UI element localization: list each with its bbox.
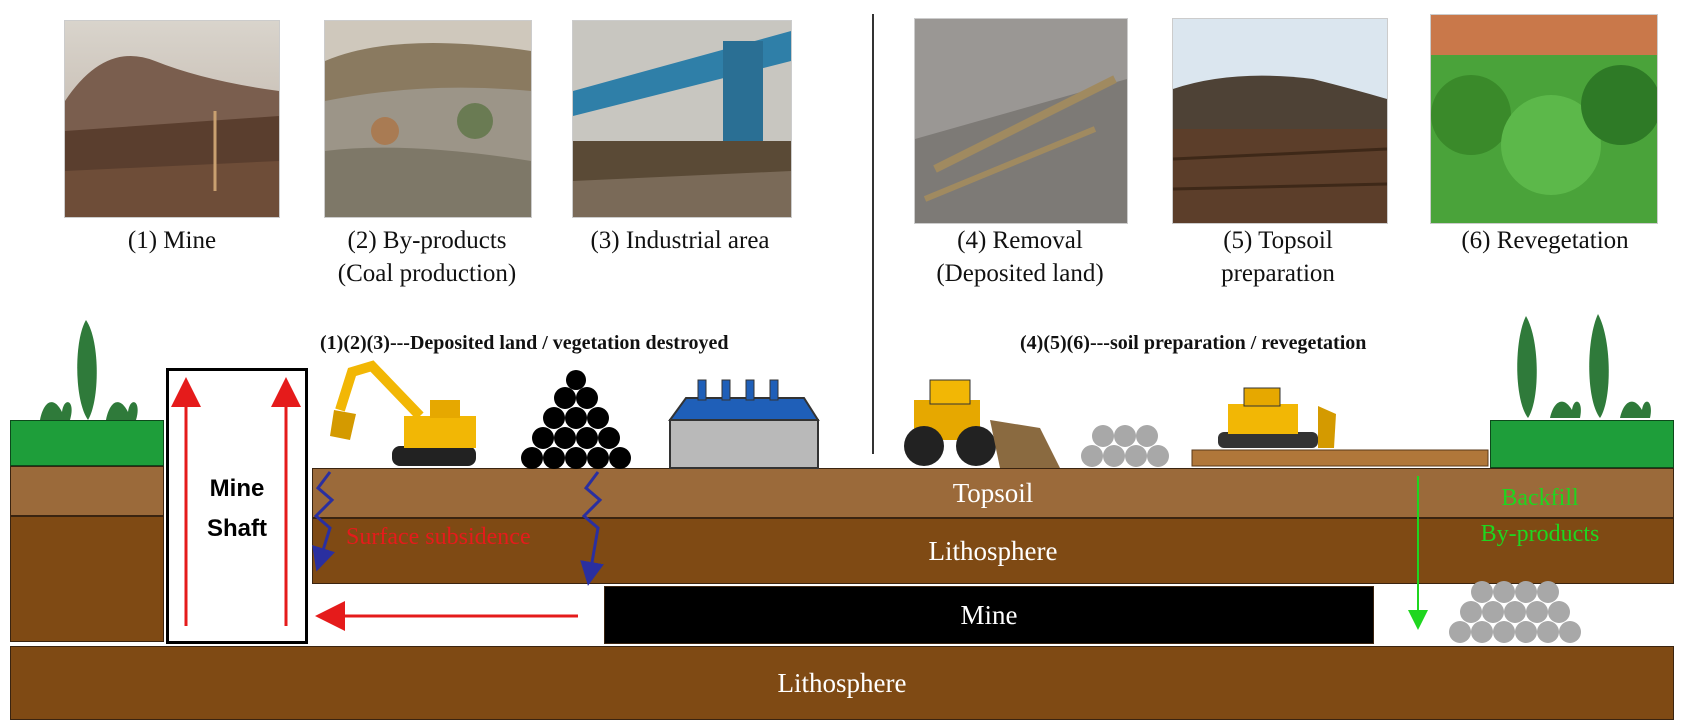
caption-byproducts-line1: (2) By-products (347, 227, 507, 254)
photo-industrial (572, 20, 792, 218)
gray-pile-small-icon (1081, 425, 1169, 467)
phase-title-left: (1)(2)(3)---Deposited land / vegetation … (320, 332, 729, 354)
excavator-icon (330, 360, 476, 466)
caption-industrial: (3) Industrial area (560, 224, 800, 257)
caption-mine: (1) Mine (84, 224, 260, 257)
caption-topsoil: (5) Topsoil preparation (1168, 224, 1388, 290)
mine-photo-image (65, 21, 279, 217)
layer-surface-left-rock (10, 516, 164, 642)
layer-topsoil: Topsoil (312, 468, 1674, 518)
photo-mine (64, 20, 280, 218)
photo-topsoil (1172, 18, 1388, 224)
coal-pile-icon (521, 370, 631, 469)
caption-removal-line2: (Deposited land) (936, 260, 1104, 287)
caption-revegetation: (6) Revegetation (1420, 224, 1670, 257)
mine-shaft: Mine Shaft (166, 368, 308, 644)
photo-revegetation (1430, 14, 1658, 224)
caption-removal-line1: (4) Removal (957, 227, 1083, 254)
gray-pile-large-icon (1449, 581, 1581, 643)
layer-lithosphere-lower: Lithosphere (10, 646, 1674, 720)
wheel-loader-icon (904, 379, 1060, 468)
factory-icon (668, 379, 820, 469)
mine-shaft-label-line1: Mine (209, 475, 265, 502)
grass-block-right (1490, 420, 1674, 468)
byproducts-photo-image (325, 21, 531, 217)
removal-photo-image (915, 19, 1127, 223)
tree-right-icon (1517, 314, 1651, 418)
caption-topsoil-line1: (5) Topsoil (1223, 227, 1333, 254)
bulldozer-icon (1191, 387, 1489, 467)
surface-subsidence-label: Surface subsidence (346, 524, 531, 550)
phase-divider (872, 14, 874, 454)
industrial-photo-image (573, 21, 791, 217)
caption-byproducts-line2: (Coal production) (337, 260, 517, 287)
subsidence-crack-right (580, 471, 604, 586)
caption-removal: (4) Removal (Deposited land) (900, 224, 1140, 290)
caption-byproducts: (2) By-products (Coal production) (310, 224, 544, 290)
mine-shaft-label: Mine Shaft (169, 469, 305, 549)
tree-left-icon (40, 320, 138, 420)
caption-mine-text: (1) Mine (127, 227, 217, 254)
photo-removal (914, 18, 1128, 224)
caption-revegetation-text: (6) Revegetation (1461, 227, 1629, 254)
topsoil-photo-image (1173, 19, 1387, 223)
photo-byproducts (324, 20, 532, 218)
backfill-label-line2: By-products (1480, 521, 1600, 547)
mine-shaft-label-line2: Shaft (207, 515, 267, 542)
revegetation-photo-image (1431, 15, 1657, 223)
caption-industrial-text: (3) Industrial area (590, 227, 770, 254)
layer-mine: Mine (604, 586, 1374, 644)
grass-block-left (10, 420, 164, 466)
caption-topsoil-line2: preparation (1221, 260, 1335, 287)
phase-title-right: (4)(5)(6)---soil preparation / revegetat… (1020, 332, 1367, 354)
layer-surface-left-soil (10, 466, 164, 516)
subsidence-crack-left (312, 471, 336, 572)
backfill-label: Backfill By-products (1440, 480, 1640, 552)
backfill-label-line1: Backfill (1501, 485, 1579, 511)
